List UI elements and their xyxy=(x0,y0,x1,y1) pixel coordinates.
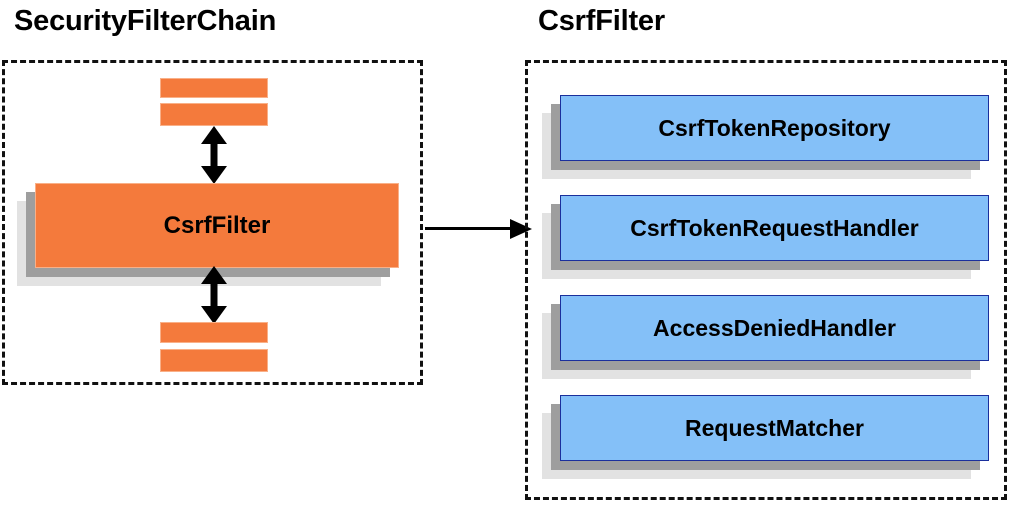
filter-bar-top-1 xyxy=(160,78,268,98)
security-filter-chain-panel xyxy=(2,60,423,385)
csrf-filter-component[interactable]: CsrfFilter xyxy=(35,183,399,268)
collaborator-csrf-token-request-handler[interactable]: CsrfTokenRequestHandler xyxy=(560,195,989,261)
panel-connector-arrow xyxy=(425,219,532,239)
arrow-up-double-headed xyxy=(198,126,230,184)
right-panel-title: CsrfFilter xyxy=(538,5,665,37)
collaborator-request-matcher[interactable]: RequestMatcher xyxy=(560,395,989,461)
collaborator-access-denied-handler[interactable]: AccessDeniedHandler xyxy=(560,295,989,361)
left-panel-title: SecurityFilterChain xyxy=(14,5,277,37)
arrow-down-double-headed xyxy=(198,266,230,324)
collaborator-csrf-token-repository[interactable]: CsrfTokenRepository xyxy=(560,95,989,161)
filter-bar-bottom-2 xyxy=(160,349,268,372)
filter-bar-bottom-1 xyxy=(160,322,268,343)
filter-bar-top-2 xyxy=(160,103,268,126)
csrf-filter-collaborators-panel xyxy=(525,60,1007,500)
connector-shaft xyxy=(425,227,513,230)
